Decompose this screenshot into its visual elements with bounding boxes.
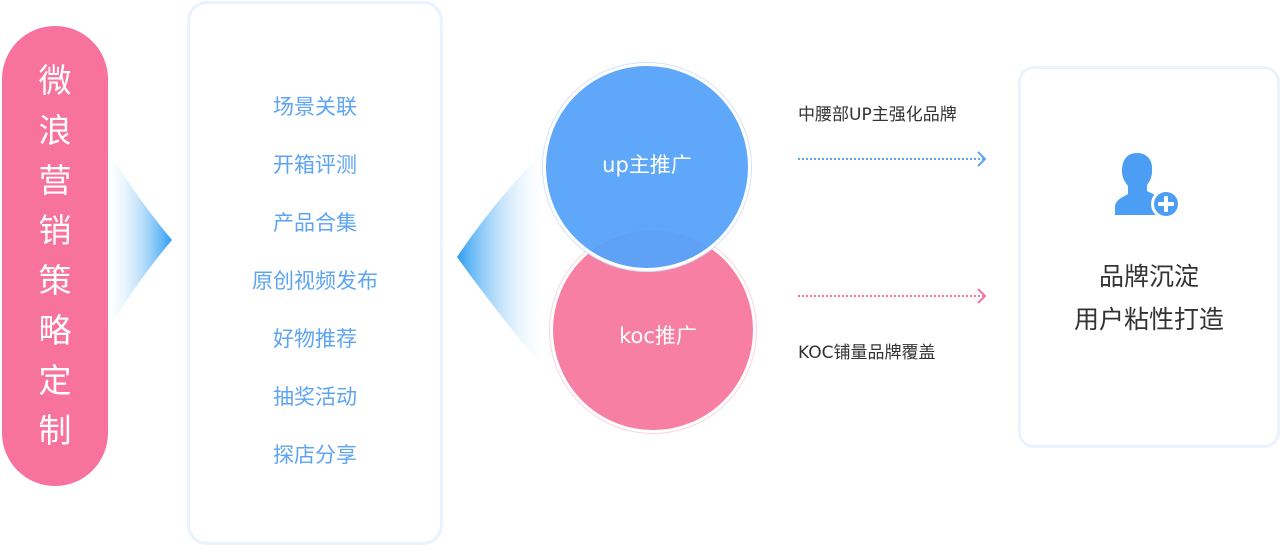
user-add-icon — [1115, 153, 1181, 219]
tactic-item: 探店分享 — [273, 443, 357, 467]
up-flow-label: 中腰部UP主强化品牌 — [798, 105, 957, 125]
result-line-2: 用户粘性打造 — [1073, 305, 1224, 334]
strategy-char: 策 — [38, 261, 72, 300]
funnel-wedge-left — [108, 150, 172, 330]
tactic-item: 场景关联 — [273, 95, 357, 119]
tactics-list: 场景关联 开箱评测 产品合集 原创视频发布 好物推荐 抽奖活动 探店分享 — [190, 90, 440, 496]
strategy-char: 销 — [38, 211, 72, 250]
strategy-pill: 微 浪 营 销 策 略 定 制 — [2, 26, 108, 486]
dotted-arrow-up — [798, 151, 987, 167]
strategy-char: 略 — [38, 311, 72, 350]
result-text: 品牌沉淀 用户粘性打造 — [1021, 255, 1277, 341]
strategy-char: 营 — [38, 161, 72, 200]
koc-promotion-label: koc推广 — [619, 324, 697, 348]
dotted-arrow-koc — [798, 288, 987, 304]
result-line-1: 品牌沉淀 — [1098, 262, 1199, 291]
result-card: 品牌沉淀 用户粘性打造 — [1018, 66, 1280, 448]
tactic-item: 好物推荐 — [273, 327, 357, 351]
up-promotion-label: up主推广 — [602, 153, 692, 177]
tactic-item: 产品合集 — [273, 211, 357, 235]
up-promotion-circle: up主推广 — [543, 63, 751, 271]
tactics-card: 场景关联 开箱评测 产品合集 原创视频发布 好物推荐 抽奖活动 探店分享 — [187, 1, 443, 545]
koc-flow-label: KOC铺量品牌覆盖 — [798, 343, 936, 363]
tactic-item: 开箱评测 — [273, 153, 357, 177]
strategy-char: 定 — [38, 361, 72, 400]
tactic-item: 抽奖活动 — [273, 385, 357, 409]
funnel-wedge-middle — [457, 150, 545, 370]
strategy-char: 微 — [38, 61, 72, 100]
strategy-char: 浪 — [38, 111, 72, 150]
tactic-item: 原创视频发布 — [252, 269, 378, 293]
strategy-char: 制 — [38, 411, 72, 450]
